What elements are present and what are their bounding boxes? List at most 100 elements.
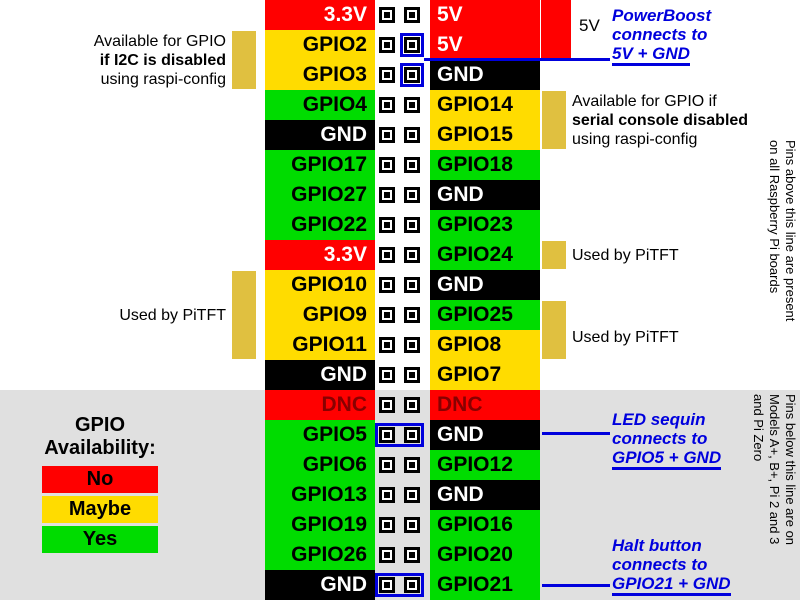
five-v-bar (541, 0, 571, 60)
pin-hole (379, 217, 395, 233)
legend-title-line: GPIO (74, 414, 125, 436)
vertical-note-bottom: Pins below this line are on Models A+, B… (750, 394, 798, 598)
pin-hole-center (409, 162, 415, 168)
pin-hole-center (409, 222, 415, 228)
pin-hole-center (384, 372, 390, 378)
pin-hole-center (384, 192, 390, 198)
pin-hole (379, 97, 395, 113)
pin-hole-center (409, 132, 415, 138)
pin-label-left: GND (265, 120, 375, 150)
pin-hole-center (384, 72, 390, 78)
pin-label-left: GND (265, 570, 375, 600)
pin-label-left: GPIO2 (265, 30, 375, 60)
note-line: on all Raspberry Pi boards (767, 140, 782, 294)
note-line: connects to (612, 429, 708, 448)
pin-highlight-box (400, 63, 424, 87)
pin-label-left: GPIO13 (265, 480, 375, 510)
pin-hole (404, 127, 420, 143)
pin-hole-center (409, 102, 415, 108)
i2c-bar (232, 31, 256, 89)
pin-label-left: GPIO6 (265, 450, 375, 480)
pin-hole-center (384, 522, 390, 528)
pin-label-right: GND (430, 180, 540, 210)
pin-label-right: GND (430, 270, 540, 300)
pin-hole-center (409, 42, 415, 48)
pin-label-right: GND (430, 420, 540, 450)
pin-label-left: DNC (265, 390, 375, 420)
pin-hole-center (384, 342, 390, 348)
pin-hole (404, 97, 420, 113)
pitft-note-right-top: Used by PiTFT (572, 247, 679, 264)
pin-hole (379, 187, 395, 203)
pin-label-right: 5V (430, 0, 540, 30)
pin-hole-center (384, 282, 390, 288)
legend-title-line: Availability: (44, 437, 156, 459)
pin-hole-center (384, 102, 390, 108)
pin-label-left: GPIO10 (265, 270, 375, 300)
serial-bar (542, 91, 566, 149)
pin-hole-center (384, 402, 390, 408)
pin-hole (379, 427, 395, 443)
pin-label-left: 3.3V (265, 0, 375, 30)
pin-label-left: GPIO5 (265, 420, 375, 450)
pin-label-right: GPIO12 (430, 450, 540, 480)
pin-hole-center (409, 72, 415, 78)
note-line: Available for GPIO if (572, 93, 717, 110)
pin-hole (379, 517, 395, 533)
pin-label-right: GPIO8 (430, 330, 540, 360)
pin-label-right: GND (430, 480, 540, 510)
pin-hole (404, 427, 420, 443)
pin-hole (379, 127, 395, 143)
pin-hole (379, 487, 395, 503)
pin-label-right: GND (430, 60, 540, 90)
pin-hole-center (409, 462, 415, 468)
pin-hole (379, 7, 395, 23)
pin-highlight-box (400, 33, 424, 57)
legend-item-no: No (42, 466, 158, 493)
pin-label-left: GPIO26 (265, 540, 375, 570)
pin-hole-center (409, 12, 415, 18)
pin-label-right: GPIO20 (430, 540, 540, 570)
pin-hole-center (409, 522, 415, 528)
note-line: 5V + GND (612, 44, 690, 66)
pitft-bar-left (232, 271, 256, 359)
pin-hole (404, 37, 420, 53)
legend-item-yes: Yes (42, 526, 158, 553)
legend-item-maybe: Maybe (42, 496, 158, 523)
pin-highlight-box (375, 423, 424, 447)
note-line: Models A+, B+, Pi 2 and 3 (767, 394, 782, 545)
vertical-note-top: Pins above this line are present on all … (766, 140, 798, 395)
note-line: using raspi-config (572, 131, 698, 148)
pitft-bar-right-bottom (542, 301, 566, 359)
pin-label-left: GPIO3 (265, 60, 375, 90)
pin-label-left: GPIO17 (265, 150, 375, 180)
pin-hole-center (384, 582, 390, 588)
pin-hole (379, 247, 395, 263)
pin-hole-center (384, 132, 390, 138)
pin-label-left: GPIO11 (265, 330, 375, 360)
i2c-note: Available for GPIO if I2C is disabled us… (0, 32, 226, 89)
pin-label-left: GPIO22 (265, 210, 375, 240)
pin-hole (404, 277, 420, 293)
pin-hole (379, 547, 395, 563)
pin-hole-center (384, 222, 390, 228)
pin-hole (379, 397, 395, 413)
pin-hole (379, 307, 395, 323)
pin-hole (379, 337, 395, 353)
pin-label-right: GPIO25 (430, 300, 540, 330)
pin-highlight-box (375, 573, 424, 597)
note-line: Halt button (612, 536, 702, 555)
pin-label-left: GPIO4 (265, 90, 375, 120)
pin-hole-center (384, 492, 390, 498)
pin-hole-center (384, 252, 390, 258)
pin-hole (404, 457, 420, 473)
pin-hole (379, 457, 395, 473)
note-line: Available for GPIO (93, 33, 226, 50)
pin-hole (404, 187, 420, 203)
note-line: PowerBoost (612, 6, 712, 25)
pin-label-left: GND (265, 360, 375, 390)
pin-hole (404, 67, 420, 83)
pin-hole-center (409, 372, 415, 378)
pin-hole (404, 217, 420, 233)
